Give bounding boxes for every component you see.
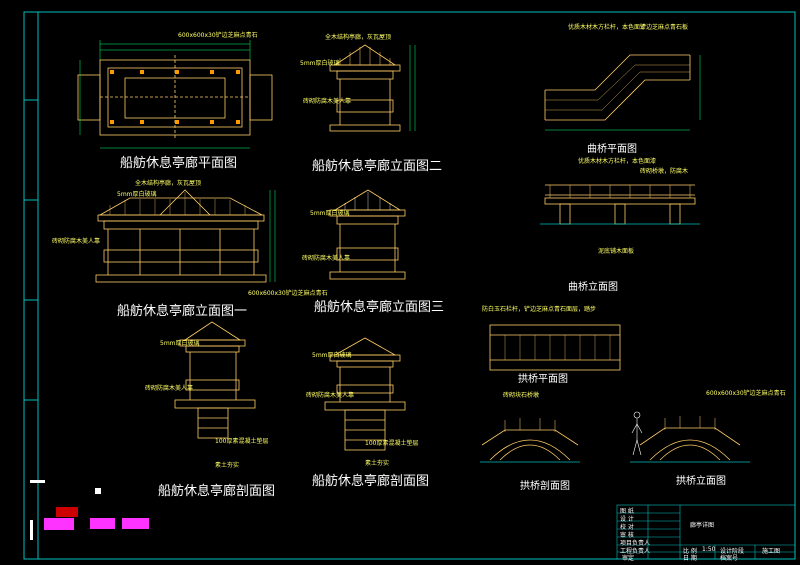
note-bench-1: 砖砌防腐木美人靠 (303, 98, 352, 105)
title-arch-bridge-section: 拱桥剖面图 (520, 481, 570, 492)
title-elevation-2: 船舫休息亭廊立面图二 (312, 159, 443, 174)
corner-artifacts (30, 480, 149, 540)
title-elevation-3: 船舫休息亭廊立面图三 (314, 300, 445, 315)
note-railing-1: 优质木材木方栏杆，本色面漆 (568, 24, 647, 31)
tb-review: 审定 (622, 555, 635, 562)
note-glass-4: 5mm厚白玻璃 (160, 340, 200, 347)
note-pier: 砖砌桥墩，防腐木 (640, 168, 689, 175)
note-structure: 全木结构亭廊，灰瓦屋顶 (325, 34, 392, 41)
tb-row-4: 审 核 (620, 532, 634, 539)
title-section-2: 船舫休息亭廊剖面图 (312, 474, 430, 489)
tb-stage-label: 设计阶段 (720, 548, 745, 555)
note-paving-2: 600x600x30铲边芝麻点青石 (248, 290, 328, 297)
tb-scale: 1:50 (702, 546, 716, 553)
note-concrete-2: 100厚素混凝土垫层 (365, 440, 419, 447)
note-arch-railing: 防白玉石栏杆，铲边芝麻点青石面层，踏步 (482, 306, 597, 313)
title-curved-bridge-elevation: 曲桥立面图 (568, 282, 618, 293)
note-bench-5: 砖砌防腐木美人靠 (306, 392, 355, 399)
pavilion-plan (77, 55, 273, 140)
tb-project: 廊亭详图 (690, 522, 715, 529)
note-glass-3: 5mm厚白玻璃 (310, 210, 350, 217)
pavilion-elevation-2 (329, 44, 401, 132)
pavilion-elevation-3 (329, 189, 406, 280)
note-glass-2: 5mm厚白玻璃 (117, 191, 157, 198)
arch-bridge-elevation (630, 411, 750, 463)
title-arch-bridge-plan: 拱桥平面图 (518, 374, 568, 385)
arch-bridge-plan (489, 324, 621, 371)
title-arch-bridge-elevation: 拱桥立面图 (676, 476, 726, 487)
tb-stage: 施工图 (762, 548, 781, 555)
tb-row-6: 工程负责人 (620, 548, 651, 555)
tb-row-3: 校 对 (620, 524, 634, 531)
note-stone: 铲边芝麻点青石板 (640, 24, 689, 31)
pavilion-elevation-1 (95, 189, 267, 283)
title-plan: 船舫休息亭廊平面图 (120, 156, 238, 171)
arch-bridge-section (480, 418, 580, 463)
title-block-lines (616, 504, 796, 560)
inner-frame (37, 11, 796, 560)
title-curved-bridge-plan: 曲桥平面图 (587, 144, 637, 155)
note-concrete-1: 100厚素混凝土垫层 (215, 438, 269, 445)
note-arch-pier: 砖砌块石桥墩 (503, 392, 540, 399)
pavilion-section-1 (174, 321, 256, 439)
note-glass-5: 5mm厚白玻璃 (312, 352, 352, 359)
tb-row-2: 设 计 (620, 516, 634, 523)
note-soil-2: 素土夯实 (365, 460, 390, 467)
note-glass-1: 5mm厚白玻璃 (300, 60, 340, 67)
note-soil-1: 素土夯实 (215, 462, 240, 469)
note-structure-2: 全木结构亭廊，灰瓦屋顶 (135, 180, 202, 187)
title-section-1: 船舫休息亭廊剖面图 (158, 484, 276, 499)
tb-row-1: 图 纸 (620, 508, 634, 515)
curved-bridge-elevation (540, 184, 700, 225)
note-bench-2: 砖砌防腐木美人靠 (52, 238, 101, 245)
tb-row-5: 项目负责人 (620, 540, 651, 547)
tb-date-label: 日 期 (683, 555, 697, 562)
note-railing-2: 优质木材木方栏杆，本色面漆 (578, 158, 657, 165)
note-paving: 600x600x30铲边芝麻点青石 (178, 32, 258, 39)
pavilion-section-2 (324, 337, 406, 451)
tb-number-label: 档案号 (720, 555, 739, 562)
tb-scale-label: 比 例 (683, 548, 697, 555)
note-arch-paving: 600x600x30铲边芝麻点青石 (706, 390, 786, 397)
title-elevation-1: 船舫休息亭廊立面图一 (117, 304, 248, 319)
note-deck: 泥底铺木面板 (598, 248, 635, 255)
curved-bridge-plan (544, 54, 691, 121)
note-bench-3: 砖砌防腐木美人靠 (302, 255, 351, 262)
note-bench-4: 砖砌防腐木美人靠 (145, 385, 194, 392)
